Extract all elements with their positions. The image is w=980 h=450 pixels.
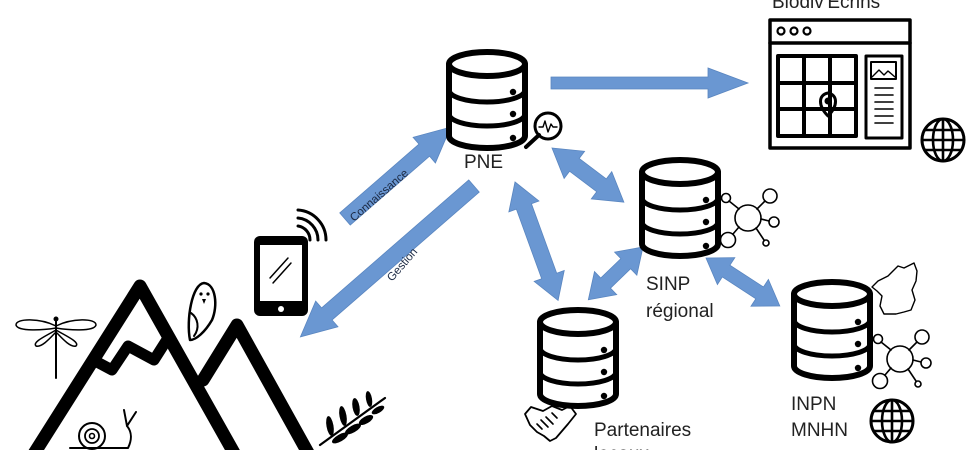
web-map-app-icon [768,18,912,150]
node-label-inpn-1: INPN [791,394,836,415]
node-label-partenaires-1: Partenaires [594,420,691,441]
arrow-sinp-partenaires [587,246,644,301]
database-icon [642,160,718,256]
network-nodes-icon [719,188,780,249]
arrow-sinp-inpn [705,257,781,307]
network-nodes-icon [871,329,932,390]
node-biodiv-ecrins[interactable]: Biodiv'Ecrins [768,0,966,163]
node-pne[interactable]: PNE [449,52,563,173]
bird-icon [187,281,217,342]
monitoring-magnifier-icon [524,111,563,149]
plant-branch-icon [318,391,387,447]
edge-label-connaissance: Connaissance [348,167,411,224]
arrow-pne-sinp [551,147,625,203]
node-label-biodiv: Biodiv'Ecrins [772,0,880,13]
node-sinp-regional[interactable]: SINP régional [642,160,780,322]
france-map-icon [871,262,918,315]
node-inpn-mnhn[interactable]: INPN MNHN [791,262,932,444]
database-icon [794,282,870,378]
arrow-pne-to-biodiv [550,67,750,99]
arrow-pne-partenaires [508,181,565,302]
node-label-sinp-2: régional [646,301,714,322]
snail-icon [69,409,137,450]
node-partenaires-locaux[interactable]: Partenaires locaux [524,310,691,450]
field-cluster [15,208,387,450]
tablet-icon [254,236,308,316]
node-label-pne: PNE [464,152,503,173]
node-label-partenaires-2: locaux [594,444,649,450]
mountains-icon [28,279,314,450]
dragonfly-icon [15,316,97,379]
node-label-inpn-2: MNHN [791,420,848,441]
database-icon [449,52,525,148]
globe-icon [920,117,966,163]
wireless-signal-icon [296,208,328,242]
node-label-sinp-1: SINP [646,274,690,295]
arrow-gestion: Gestion [299,179,480,338]
handshake-icon [524,405,577,442]
globe-icon [869,398,915,444]
database-icon [540,310,616,406]
